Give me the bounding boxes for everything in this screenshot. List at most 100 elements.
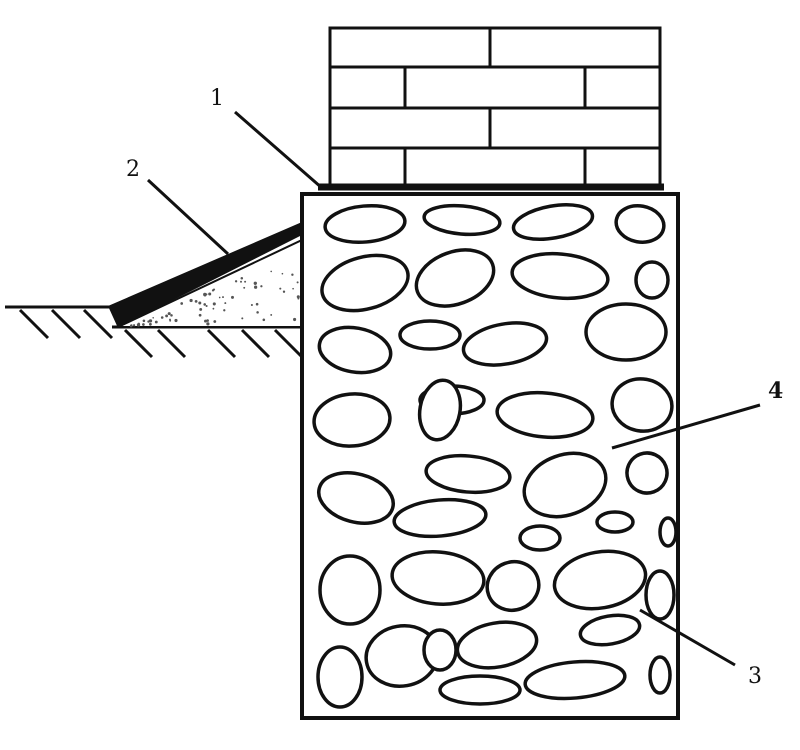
sand-dot bbox=[170, 314, 173, 317]
sand-dot bbox=[143, 320, 146, 322]
rubble-stone bbox=[485, 560, 541, 612]
rubble-stone bbox=[648, 655, 672, 695]
sand-dot bbox=[234, 280, 238, 283]
callout-1: 1 bbox=[210, 86, 224, 111]
sand-dot bbox=[222, 296, 224, 299]
rubble-stone bbox=[316, 645, 364, 709]
sand-dot bbox=[270, 313, 273, 316]
sand-dot bbox=[260, 285, 263, 288]
callout-4: 4 bbox=[768, 378, 783, 404]
sand-dot bbox=[148, 319, 153, 323]
rubble-stone bbox=[518, 524, 562, 552]
sand-dot bbox=[180, 302, 184, 305]
rubble-stone bbox=[552, 549, 648, 611]
sand-dot bbox=[253, 285, 258, 289]
sand-dot bbox=[212, 302, 216, 306]
sand-dot bbox=[218, 296, 221, 299]
rubble-stone bbox=[414, 248, 496, 308]
sand-dot bbox=[256, 311, 259, 314]
sand-dot bbox=[296, 295, 300, 299]
sand-dot bbox=[243, 286, 246, 289]
rubble-stone bbox=[390, 550, 486, 606]
sand-dot bbox=[169, 319, 172, 322]
sand-dot bbox=[208, 292, 212, 296]
sand-dot bbox=[293, 317, 297, 322]
sand-dot bbox=[255, 302, 259, 306]
ground-hatch bbox=[123, 328, 154, 359]
rubble-stone bbox=[614, 204, 666, 244]
rubble-stone bbox=[495, 390, 595, 440]
rubble-stone bbox=[317, 325, 393, 375]
rubble-stone bbox=[438, 674, 522, 706]
sand-dot bbox=[199, 307, 203, 311]
sand-dot bbox=[154, 320, 158, 324]
sand-dot bbox=[152, 317, 154, 319]
callout-2: 2 bbox=[126, 157, 140, 182]
rubble-stone bbox=[312, 392, 392, 448]
sand-dot bbox=[147, 320, 150, 323]
ground-hatch bbox=[273, 328, 304, 359]
sand-dot bbox=[296, 281, 299, 284]
rubble-stone bbox=[658, 516, 678, 548]
sand-dot bbox=[241, 317, 244, 320]
rubble-stone bbox=[578, 613, 642, 647]
ground-hatch bbox=[206, 328, 237, 359]
rubble-stone bbox=[318, 554, 382, 626]
sand-dot bbox=[292, 287, 294, 290]
rubble-stone bbox=[610, 377, 674, 433]
ground-hatch bbox=[50, 308, 82, 340]
leader-line-3 bbox=[639, 608, 736, 667]
ground-hatch bbox=[82, 308, 114, 340]
sand-dot bbox=[130, 324, 133, 327]
sand-dot bbox=[204, 319, 207, 323]
sand-dot bbox=[205, 304, 208, 308]
sand-dots bbox=[129, 270, 300, 328]
sand-dot bbox=[198, 313, 202, 317]
rubble-stone bbox=[625, 451, 669, 495]
rubble-stone bbox=[522, 451, 608, 519]
sand-dot bbox=[297, 297, 300, 300]
rubble-stone bbox=[461, 321, 549, 367]
sand-dot bbox=[137, 322, 141, 326]
rubble-stone bbox=[584, 302, 668, 362]
rubble-stone bbox=[323, 203, 407, 245]
sand-dot bbox=[240, 280, 242, 283]
sand-dot bbox=[198, 301, 202, 305]
rubble-stone bbox=[511, 203, 595, 241]
leader-line-4 bbox=[611, 403, 761, 450]
sand-dot bbox=[240, 277, 244, 280]
ground-hatch bbox=[156, 328, 187, 359]
sand-dot bbox=[149, 322, 152, 326]
ground-hatch bbox=[240, 328, 271, 359]
rubble-stone bbox=[424, 453, 512, 495]
leader-line-1 bbox=[234, 110, 323, 190]
rubble-stone bbox=[523, 659, 627, 701]
rubble-stone bbox=[510, 251, 610, 301]
sand-dot bbox=[211, 289, 215, 292]
sand-dot bbox=[203, 303, 206, 306]
leader-line-2 bbox=[146, 178, 230, 256]
sand-dot bbox=[279, 287, 282, 290]
sand-dot bbox=[203, 292, 207, 297]
sand-dot bbox=[165, 314, 169, 318]
sand-dot bbox=[250, 303, 253, 307]
sand-dot bbox=[281, 272, 284, 275]
rubble-stone bbox=[417, 378, 463, 442]
sand-dot bbox=[142, 323, 145, 326]
rubble-stones bbox=[312, 203, 678, 709]
sand-dot bbox=[206, 322, 210, 326]
rubble-stone bbox=[422, 203, 502, 237]
leader-lines bbox=[146, 110, 761, 667]
sand-dot bbox=[262, 318, 266, 322]
sand-dot bbox=[231, 295, 234, 299]
brick-wall bbox=[328, 26, 662, 187]
rubble-stone bbox=[392, 497, 488, 539]
sand-dot bbox=[194, 300, 198, 303]
slope-layer bbox=[108, 222, 304, 328]
sand-dot bbox=[213, 320, 217, 323]
sand-dot bbox=[189, 298, 193, 303]
sand-dot bbox=[167, 312, 171, 316]
rubble-stone bbox=[422, 628, 458, 672]
sand-dot bbox=[160, 316, 164, 319]
